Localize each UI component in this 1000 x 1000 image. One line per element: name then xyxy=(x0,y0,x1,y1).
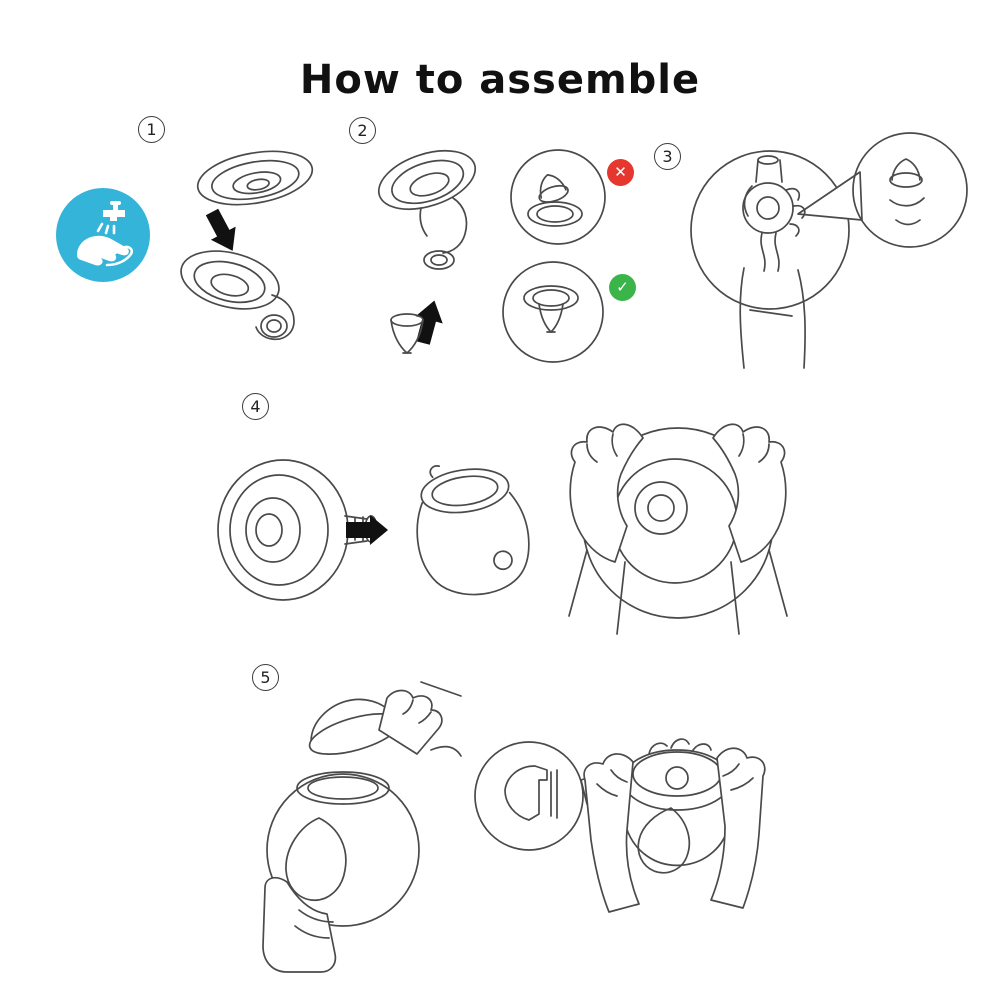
step-2-number: 2 xyxy=(349,117,376,144)
up-arrow-icon xyxy=(415,300,443,345)
clip-zoom-circle xyxy=(474,741,584,851)
connector-assembly xyxy=(377,149,477,270)
correct-orientation-detail xyxy=(502,261,604,363)
step-5-number: 5 xyxy=(252,664,279,691)
zoom-valve-detail xyxy=(889,158,925,226)
page-title: How to assemble xyxy=(299,56,701,103)
down-arrow-icon xyxy=(205,208,236,251)
wash-hands-icon xyxy=(56,188,150,282)
step5-place-cover-illustration xyxy=(262,681,462,973)
left-hand xyxy=(583,753,640,913)
lower-hand xyxy=(262,876,337,973)
right-arrow-icon xyxy=(346,515,388,545)
zoom-circle xyxy=(852,132,968,248)
step-1-number: 1 xyxy=(138,116,165,143)
connector-assembly xyxy=(180,250,295,341)
wrong-orientation-detail xyxy=(510,149,606,245)
step5-close-cover-illustration xyxy=(474,738,766,913)
pump-housing xyxy=(416,465,530,596)
step4-diaphragm-housing-illustration xyxy=(217,459,530,601)
zoom-pointer xyxy=(797,171,863,221)
step3-hold-assembly-illustration xyxy=(690,132,968,369)
main-detail-circle xyxy=(690,150,850,310)
step4-hold-pump-illustration xyxy=(568,423,788,635)
left-hand xyxy=(568,423,644,635)
flange-top-view xyxy=(196,150,314,206)
upper-hand xyxy=(378,681,462,757)
right-hand xyxy=(712,423,788,635)
check-icon: ✓ xyxy=(609,274,636,301)
fingertips-over-cover xyxy=(648,738,712,755)
step1-flange-assembly-illustration xyxy=(180,150,314,341)
assembled-pump xyxy=(622,749,732,874)
right-hand xyxy=(710,747,766,909)
duckbill-valve xyxy=(390,313,424,354)
step2-valve-assembly-illustration xyxy=(377,149,477,354)
pump-body-open xyxy=(266,771,420,927)
step-3-number: 3 xyxy=(654,143,681,170)
step-4-number: 4 xyxy=(242,393,269,420)
cross-icon: ✕ xyxy=(607,159,634,186)
pump-assembly-in-hand xyxy=(739,155,806,369)
step2-valve-orientation-details xyxy=(502,149,606,363)
